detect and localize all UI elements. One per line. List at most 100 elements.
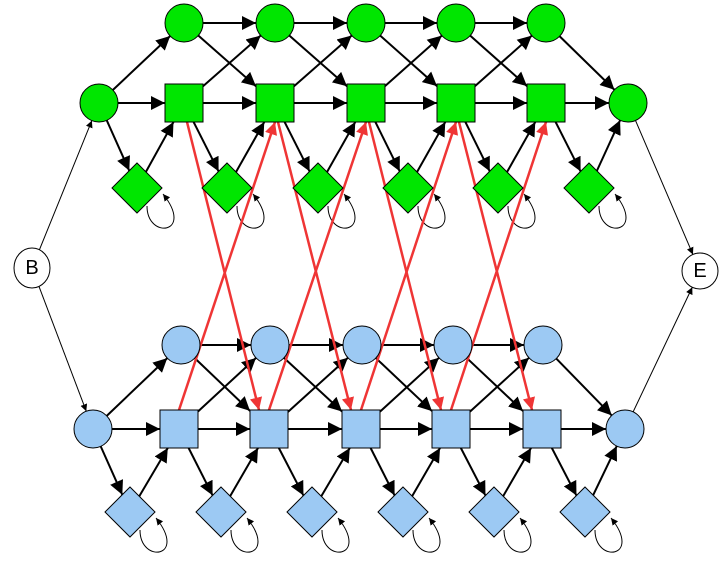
start-node-label: B <box>25 257 38 279</box>
upper-edge <box>192 121 220 172</box>
lower-start-circle <box>73 409 113 449</box>
upper-self-loop <box>146 193 175 229</box>
lower-square-node <box>249 409 289 449</box>
lower-square-node <box>159 409 199 449</box>
upper-self-loop <box>417 193 446 229</box>
cross-strand-edge <box>359 121 459 411</box>
upper-edge <box>293 34 353 88</box>
lower-top-circle <box>342 325 382 365</box>
upper-edge <box>326 121 357 173</box>
lower-self-loop <box>594 517 623 553</box>
upper-square-node <box>346 83 386 123</box>
lower-edge <box>466 357 524 412</box>
upper-edge <box>506 121 537 173</box>
lower-edge <box>106 357 168 417</box>
upper-edge <box>464 121 491 172</box>
lower-edge <box>287 356 349 413</box>
upper-self-loop <box>327 193 356 229</box>
upper-edge <box>595 119 621 172</box>
lower-edge <box>502 447 532 497</box>
lower-edge <box>375 357 433 412</box>
lower-diamond-node <box>468 486 520 538</box>
upper-end-circle <box>608 83 648 123</box>
lower-edge <box>99 445 124 496</box>
lower-self-loop <box>503 517 532 553</box>
lower-edge <box>277 447 305 496</box>
upper-edge <box>145 121 175 173</box>
lower-square-node <box>522 409 562 449</box>
lower-self-loop <box>321 517 350 553</box>
upper-edge <box>416 121 447 173</box>
upper-start-circle <box>79 83 119 123</box>
cross-strand-edge <box>267 121 368 411</box>
end-node-label: E <box>693 260 706 282</box>
upper-square-node <box>164 83 204 123</box>
lower-diamond-node <box>104 486 156 538</box>
upper-edge <box>105 119 131 172</box>
lower-edge <box>592 445 618 496</box>
lower-end-circle <box>605 409 645 449</box>
upper-edge <box>112 35 171 91</box>
upper-diamond-node <box>201 162 253 214</box>
cross-strand-edge <box>449 121 549 411</box>
edges-layer <box>38 16 694 553</box>
lower-diamond-node <box>377 486 429 538</box>
lower-square-node <box>341 409 381 449</box>
lower-top-circle <box>433 325 473 365</box>
lower-self-loop <box>230 517 259 553</box>
upper-self-loop <box>236 193 265 229</box>
upper-square-node <box>526 83 566 123</box>
lower-square-node <box>431 409 471 449</box>
end-node: E <box>681 252 719 290</box>
upper-diamond-node <box>382 162 434 214</box>
upper-diamond-node <box>563 162 615 214</box>
cross-strand-edges-layer <box>177 121 549 411</box>
lower-edge <box>555 357 613 417</box>
lower-self-loop <box>412 517 441 553</box>
upper-top-circle <box>346 3 386 43</box>
upper-self-loop <box>598 193 627 229</box>
lower-edge <box>194 357 251 412</box>
lower-self-loop <box>139 517 168 553</box>
upper-edge <box>283 121 311 172</box>
upper-edge <box>558 35 616 91</box>
upper-diamond-node <box>111 162 163 214</box>
cross-strand-edge <box>185 121 263 411</box>
cross-strand-edge <box>276 121 354 411</box>
cross-strand-edge <box>177 121 277 411</box>
lower-edge <box>411 447 441 497</box>
lower-diamond-node <box>286 486 338 538</box>
upper-top-circle <box>526 3 566 43</box>
lower-edge <box>369 447 396 496</box>
lower-top-circle <box>161 325 201 365</box>
upper-edge <box>197 34 257 88</box>
lower-edge <box>469 357 530 413</box>
lower-top-circle <box>250 325 290 365</box>
lower-edge <box>283 357 343 413</box>
lower-edge <box>138 447 169 497</box>
upper-to-end-edge <box>635 120 694 255</box>
upper-self-loop <box>507 193 536 229</box>
lower-top-circle <box>523 325 563 365</box>
upper-diamond-node <box>292 162 344 214</box>
lower-edge <box>550 447 578 496</box>
cross-strand-edge <box>457 121 535 411</box>
lower-diamond-node <box>195 486 247 538</box>
lower-to-end-edge <box>632 287 693 413</box>
upper-top-circle <box>255 3 295 43</box>
upper-diamond-node <box>472 162 524 214</box>
upper-edge <box>554 121 582 172</box>
lower-edge <box>229 447 259 497</box>
begin-to-lower-edge <box>38 286 88 412</box>
upper-top-circle <box>436 3 476 43</box>
upper-edge <box>379 34 438 87</box>
lower-edge <box>459 447 487 496</box>
cross-strand-edge <box>367 121 445 411</box>
nodes-layer <box>73 3 648 538</box>
lower-edge <box>320 447 351 497</box>
upper-edge <box>469 34 528 87</box>
start-node: B <box>13 247 51 289</box>
lower-diamond-node <box>559 486 611 538</box>
lower-edge <box>187 447 214 496</box>
lower-edge <box>197 357 257 413</box>
